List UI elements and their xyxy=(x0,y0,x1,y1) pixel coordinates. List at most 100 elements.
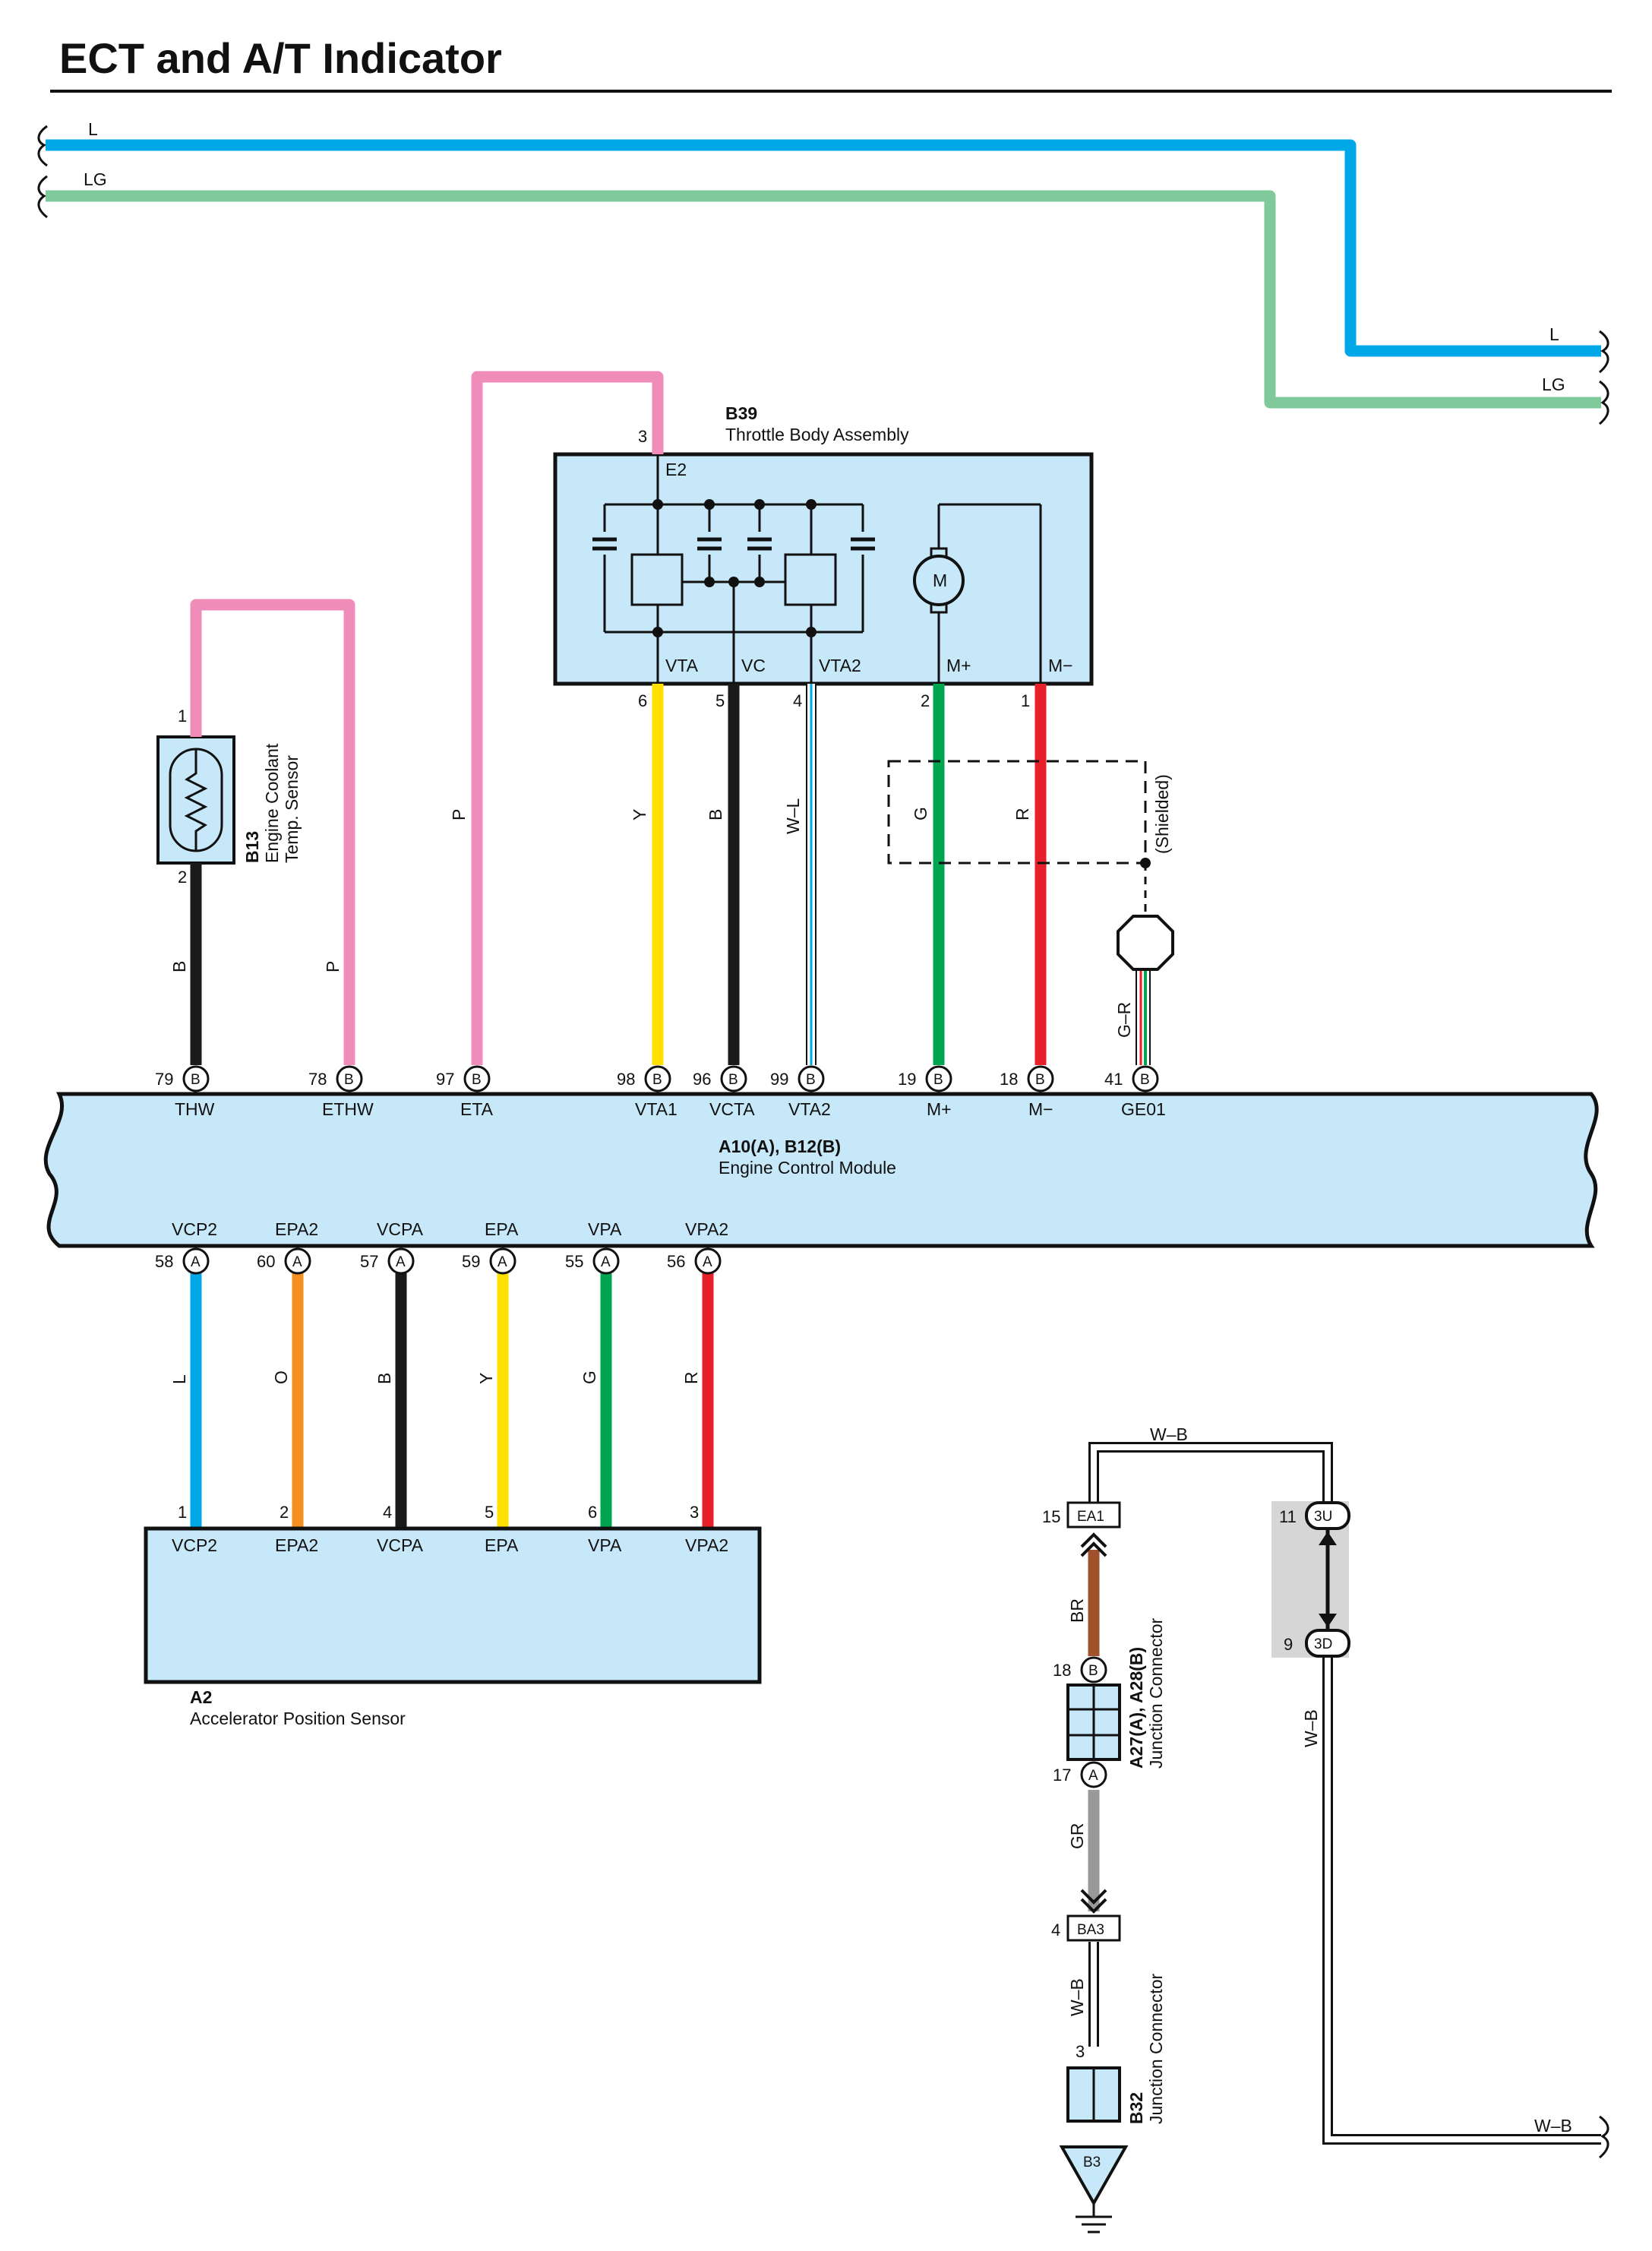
wire-color-p-eta: P xyxy=(449,809,469,820)
wb-top-label: W–B xyxy=(1150,1424,1188,1444)
pin-number: 57 xyxy=(360,1252,378,1271)
ba3-connector xyxy=(1066,1914,1121,1942)
wire-label-lg-left: LG xyxy=(84,169,107,189)
conn-letter: A xyxy=(191,1254,201,1270)
terminal-epa2: EPA2 A 60 xyxy=(257,1219,318,1275)
terminal-mplus: B 19 M+ xyxy=(898,1065,952,1119)
terminal-ethw: B 78 ETHW xyxy=(308,1065,374,1119)
jc1-name: Junction Connector xyxy=(1146,1617,1166,1769)
top-wire-lg: LG LG xyxy=(46,169,1601,409)
accel-name: Accelerator Position Sensor xyxy=(190,1709,406,1728)
shield-ground-icon xyxy=(1117,915,1174,971)
ground-b3-icon xyxy=(1059,2145,1129,2207)
terminal-label: VCPA xyxy=(377,1219,424,1239)
jc1-conn-b: B xyxy=(1088,1663,1098,1679)
ecm-code: A10(A), B12(B) xyxy=(719,1137,841,1156)
j3u-arrow-icon xyxy=(1319,1532,1337,1545)
terminal-label: M+ xyxy=(927,1099,952,1119)
throttle-term-mminus: M− xyxy=(1048,656,1073,675)
ecm-top-wires xyxy=(190,371,1151,1065)
terminal-vcta: B 96 VCTA xyxy=(693,1065,755,1119)
j3d-arrow-icon xyxy=(1319,1614,1337,1627)
terminal-label: VTA1 xyxy=(635,1099,678,1119)
ecm-bottom-terminals: VCP2 A 58 EPA2 A 60 VCPA A 57 EPA A 59 V… xyxy=(155,1219,728,1275)
throttle-pin-4: 4 xyxy=(793,691,802,710)
jc1-conn-a: A xyxy=(1088,1768,1098,1784)
terminal-label: VPA xyxy=(588,1219,622,1239)
throttle-pin-2: 2 xyxy=(921,691,930,710)
pin-number: 55 xyxy=(565,1252,583,1271)
page-title: ECT and A/T Indicator xyxy=(59,34,502,82)
throttle-term-vta2: VTA2 xyxy=(819,656,861,675)
terminal-label: ETHW xyxy=(322,1099,374,1119)
jc2-code: B32 xyxy=(1126,2092,1146,2124)
terminal-label: VTA2 xyxy=(788,1099,831,1119)
wire-color-g-m: G xyxy=(911,807,930,820)
wire-color-y-vta1: Y xyxy=(630,809,649,820)
ground-circuit: W–B EA1 15 BR B 18 A 17 A27(A), A28(B) J… xyxy=(1042,1424,1601,2234)
break-marks xyxy=(37,125,1609,2159)
pin-number: 59 xyxy=(462,1252,480,1271)
pin-number: 58 xyxy=(155,1252,173,1271)
conn-letter: B xyxy=(472,1072,482,1088)
throttle-term-vta: VTA xyxy=(665,656,699,675)
ba3-code: BA3 xyxy=(1077,1922,1104,1938)
conn-letter: B xyxy=(344,1072,354,1088)
pin-number: 56 xyxy=(667,1252,685,1271)
throttle-pin-5: 5 xyxy=(715,691,725,710)
engine-control-module: A10(A), B12(B) Engine Control Module xyxy=(43,1092,1599,1248)
accel-term-epa2: EPA2 xyxy=(275,1535,318,1555)
pin-number: 41 xyxy=(1104,1070,1123,1089)
terminal-label: ETA xyxy=(460,1099,494,1119)
terminal-mminus: B 18 M− xyxy=(1000,1065,1054,1119)
wire-l xyxy=(46,139,1601,357)
terminal-epa: EPA A 59 xyxy=(462,1219,519,1275)
j3d-connector xyxy=(1305,1629,1350,1658)
jc1-pin-a: 17 xyxy=(1053,1766,1071,1785)
jc2-pin: 3 xyxy=(1076,2042,1085,2061)
accel-pin-4: 4 xyxy=(383,1503,392,1522)
pin-number: 79 xyxy=(155,1070,173,1089)
ect-pin-top: 1 xyxy=(178,707,187,726)
j3d-pin: 9 xyxy=(1284,1635,1293,1654)
wire-label-l-right: L xyxy=(1549,324,1559,344)
terminal-vta2: B 99 VTA2 xyxy=(770,1065,831,1119)
conn-letter: A xyxy=(601,1254,611,1270)
ect-sensor: 1 2 B13 Engine Coolant Temp. Sensor xyxy=(156,707,302,887)
terminal-label: M− xyxy=(1028,1099,1053,1119)
jc1-pin-b: 18 xyxy=(1053,1661,1071,1680)
j3u-pin: 11 xyxy=(1279,1507,1297,1526)
pin-number: 18 xyxy=(1000,1070,1018,1089)
ecm-name: Engine Control Module xyxy=(719,1158,896,1178)
accelerator-position-sensor: A2 Accelerator Position Sensor 1 2 4 5 6… xyxy=(144,1503,762,1728)
jc2-name: Junction Connector xyxy=(1146,1973,1166,2124)
accel-term-vcp2: VCP2 xyxy=(172,1535,217,1555)
bottom-wire-color-labels: L O B Y G R xyxy=(169,1371,701,1384)
pin-number: 60 xyxy=(257,1252,275,1271)
j3u-code: 3U xyxy=(1314,1509,1332,1525)
throttle-code: B39 xyxy=(725,403,757,423)
throttle-sensor-circuit xyxy=(592,454,875,684)
ea1-chevron-icon xyxy=(1080,1532,1107,1557)
ecm-top-terminals: B 79 THW B 78 ETHW B 97 ETA B 98 VTA1 B … xyxy=(155,1065,1166,1119)
conn-letter: B xyxy=(728,1072,738,1088)
accel-pin-3: 3 xyxy=(690,1503,699,1522)
wire-color-y-epa: Y xyxy=(476,1373,496,1384)
ecm-bottom-wires xyxy=(190,1273,714,1529)
conn-letter: A xyxy=(292,1254,302,1270)
conn-letter: B xyxy=(806,1072,816,1088)
terminal-label: GE01 xyxy=(1121,1099,1166,1119)
conn-letter: A xyxy=(396,1254,406,1270)
accel-pin-6: 6 xyxy=(588,1503,597,1522)
terminal-vpa2: VPA2 A 56 xyxy=(667,1219,728,1275)
wire-color-gr-ge01: G–R xyxy=(1114,1002,1134,1038)
terminal-label: VCTA xyxy=(709,1099,755,1119)
throttle-e2-label: E2 xyxy=(665,460,687,479)
conn-letter: B xyxy=(933,1072,943,1088)
terminal-vpa: VPA A 55 xyxy=(565,1219,622,1275)
wb-mid-label: W–B xyxy=(1067,1978,1087,2016)
terminal-vta1: B 98 VTA1 xyxy=(617,1065,678,1119)
throttle-junction-dots xyxy=(652,499,817,637)
pin-number: 98 xyxy=(617,1070,635,1089)
